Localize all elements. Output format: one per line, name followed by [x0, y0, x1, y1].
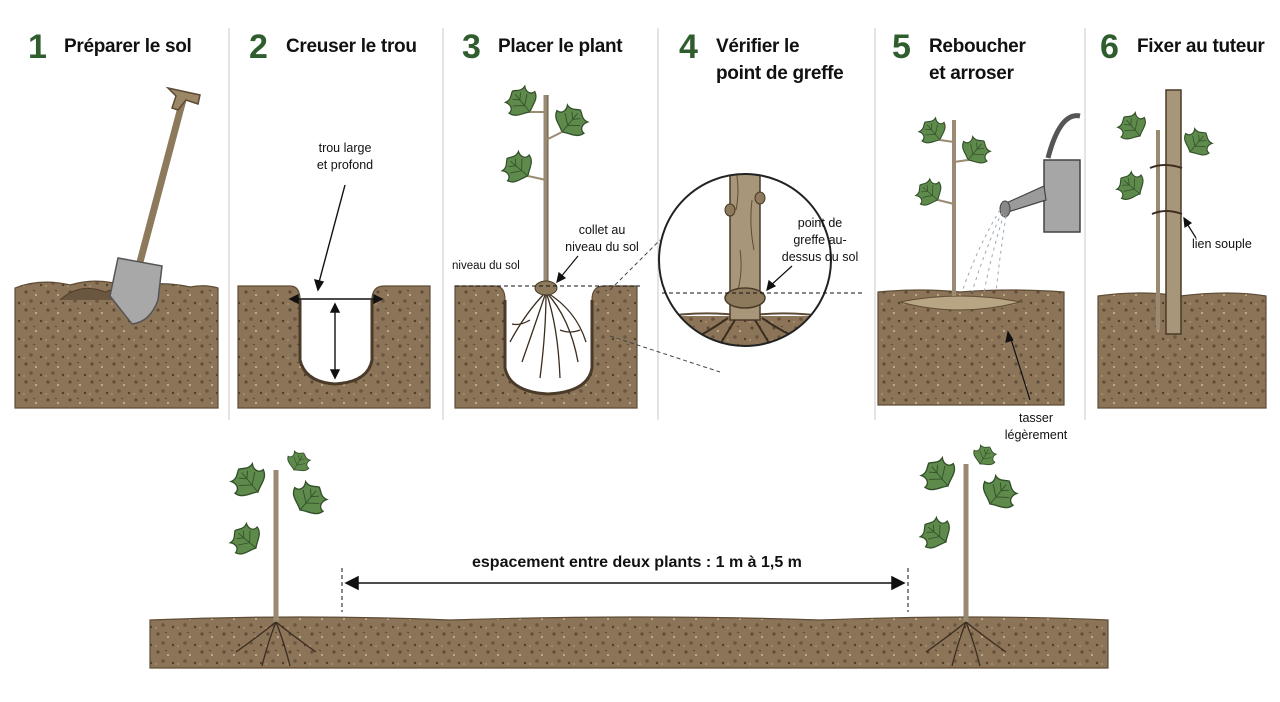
collar-annotation: collet au niveau du sol	[565, 223, 639, 254]
spacing-label: espacement entre deux plants : 1 m à 1,5…	[472, 554, 802, 571]
step-1-title: Préparer le sol	[64, 36, 192, 57]
step-4-number: 4	[679, 28, 698, 66]
panel-5-art	[877, 112, 1081, 406]
hole-annotation: trou large et profond	[316, 141, 374, 172]
step-1-number: 1	[28, 28, 47, 66]
panel-1-art	[14, 86, 219, 409]
soil-level-annotation: niveau du sol	[452, 260, 520, 272]
step-4-title: Vérifier le point de greffe	[716, 36, 844, 84]
step-6-number: 6	[1100, 28, 1119, 66]
tie-annotation: lien souple	[1192, 237, 1252, 251]
water-stream	[961, 209, 1007, 293]
tamp-annotation: tasser légèrement	[1004, 411, 1068, 442]
plant-left	[223, 446, 335, 667]
step-3-number: 3	[462, 28, 481, 66]
spacing-art	[149, 440, 1109, 669]
panel-3-art	[454, 79, 721, 409]
graft-annotation: point de greffe au- dessus du sol	[781, 216, 859, 264]
panel-2-art	[237, 184, 431, 409]
watering-can-icon	[999, 113, 1081, 233]
step-2-number: 2	[249, 28, 268, 66]
plant-right	[913, 440, 1025, 667]
step-5-number: 5	[892, 28, 911, 66]
step-6-title: Fixer au tuteur	[1137, 36, 1265, 57]
step-2-title: Creuser le trou	[286, 36, 417, 57]
roots-icon	[509, 291, 587, 379]
panel-6-art	[1097, 89, 1267, 409]
spacing-arrow	[341, 568, 909, 612]
step-5-title: Reboucher et arroser	[929, 36, 1026, 84]
step-3-title: Placer le plant	[498, 36, 623, 57]
spade-icon	[109, 86, 201, 325]
panel-dividers	[228, 28, 1086, 420]
